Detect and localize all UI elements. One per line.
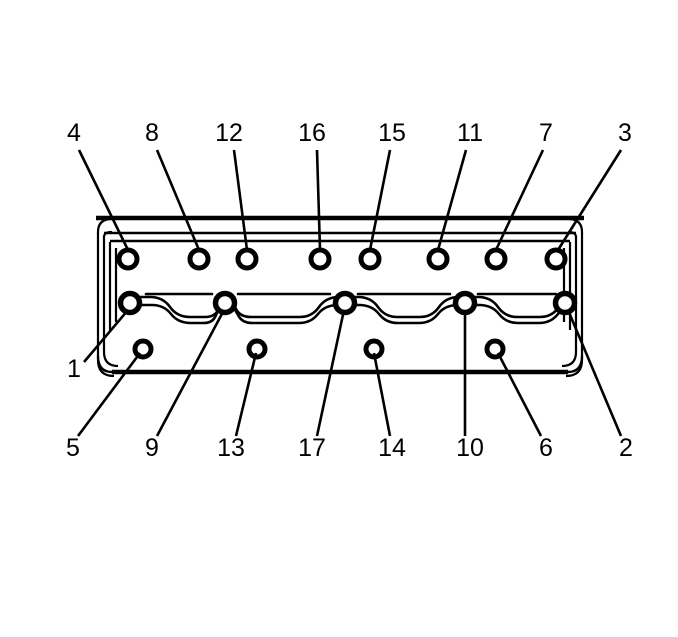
leader-callout-12 — [232, 149, 249, 251]
leader-callout-17 — [315, 309, 346, 437]
callout-label-7: 7 — [539, 119, 553, 147]
leader-lines-bottom — [76, 309, 623, 437]
callout-label-14: 14 — [378, 434, 406, 462]
hole-mid-4[interactable] — [452, 290, 478, 316]
callout-label-6: 6 — [539, 434, 553, 462]
callout-label-17: 17 — [298, 434, 326, 462]
leader-callout-8 — [155, 149, 201, 251]
leader-lines-top — [77, 149, 623, 251]
cover-top-right-corner — [569, 217, 584, 233]
leader-callout-11 — [436, 149, 468, 251]
leader-callout-7 — [494, 149, 545, 251]
cover-top-left-corner-2 — [102, 230, 113, 237]
hole-mid-3[interactable] — [332, 290, 358, 316]
leader-callout-5 — [76, 352, 142, 437]
hole-top-7[interactable] — [484, 247, 508, 271]
leader-callout-14 — [372, 352, 392, 437]
callout-labels-bottom: 5 9 13 17 14 10 6 2 — [66, 434, 633, 462]
callout-label-3: 3 — [618, 119, 632, 147]
hole-mid-2[interactable] — [212, 290, 238, 316]
cover-body-group — [96, 215, 584, 378]
hole-top-5[interactable] — [358, 247, 382, 271]
hole-top-4[interactable] — [308, 247, 332, 271]
hole-top-2[interactable] — [187, 247, 211, 271]
left-edge-rail-mid — [102, 236, 119, 368]
callout-labels-side: 1 — [67, 355, 81, 383]
hole-bot-2[interactable] — [246, 338, 268, 360]
leader-callout-2 — [566, 309, 623, 437]
leader-callout-15 — [368, 149, 392, 251]
leader-callout-13 — [234, 352, 258, 437]
callout-label-10: 10 — [456, 434, 484, 462]
gasket-contour-inner — [132, 303, 570, 325]
right-edge-rail-mid — [561, 236, 578, 368]
hole-bot-4[interactable] — [484, 338, 506, 360]
leader-callout-16 — [315, 149, 322, 251]
leader-callout-6 — [496, 352, 543, 437]
callout-label-8: 8 — [145, 119, 159, 147]
leader-lines-side — [83, 309, 129, 363]
left-edge-rail-outer — [96, 232, 115, 378]
hole-top-6[interactable] — [426, 247, 450, 271]
cover-bottom-right-corner — [567, 355, 584, 374]
gasket-contour-outer — [128, 295, 571, 319]
cover-bottom-left-corner — [96, 355, 113, 374]
callout-label-15: 15 — [378, 119, 406, 147]
leader-callout-1 — [83, 309, 129, 363]
callout-label-16: 16 — [298, 119, 326, 147]
cover-top-left-corner — [96, 217, 111, 233]
callout-label-9: 9 — [145, 434, 159, 462]
hole-mid-5[interactable] — [552, 290, 578, 316]
hole-top-1[interactable] — [116, 247, 140, 271]
hole-row-top — [116, 247, 568, 271]
leader-callout-3 — [556, 149, 623, 251]
callout-label-5: 5 — [66, 434, 80, 462]
hole-top-3[interactable] — [235, 247, 259, 271]
callout-label-12: 12 — [215, 119, 243, 147]
leader-callout-4 — [77, 149, 130, 251]
callout-label-13: 13 — [217, 434, 245, 462]
hole-row-middle — [117, 290, 578, 316]
hole-top-8[interactable] — [544, 247, 568, 271]
callout-label-4: 4 — [67, 119, 81, 147]
callout-label-1: 1 — [67, 355, 81, 383]
callout-label-2: 2 — [619, 434, 633, 462]
hole-mid-1[interactable] — [117, 290, 143, 316]
leader-callout-9 — [155, 309, 226, 437]
callout-label-11: 11 — [457, 119, 483, 147]
callout-labels-top: 4 8 12 16 15 11 7 3 — [67, 119, 632, 147]
hole-row-bottom — [132, 338, 506, 360]
